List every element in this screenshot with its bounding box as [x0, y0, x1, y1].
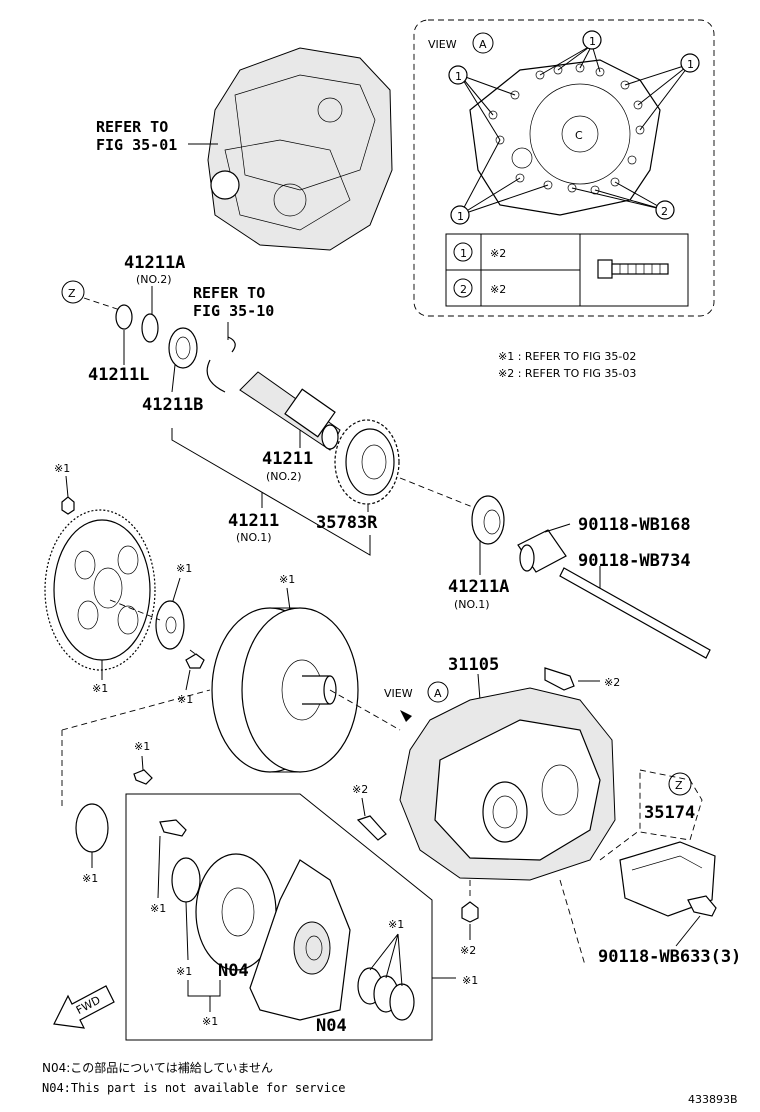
bolt-mid-left	[133, 769, 153, 785]
label-41211A-no2-sub: (NO.2)	[136, 273, 172, 286]
callout-1-top: 1	[589, 35, 596, 48]
label-35783R: 35783R	[316, 513, 378, 533]
view-a-frame	[413, 19, 715, 317]
bolt-case-top	[544, 667, 575, 691]
label-n04-body: N04	[316, 1016, 347, 1036]
refer-fig-35-01-line2: FIG 35-01	[96, 136, 177, 154]
legend-line-1: ※1 : REFER TO FIG 35-02	[498, 350, 636, 363]
spacer-plate	[155, 600, 185, 650]
shaft-41211-no2	[239, 371, 341, 451]
ast1-bolt-top-left: ※1	[54, 462, 70, 475]
callout-1-left: 1	[455, 70, 462, 83]
housing-face-view: C 1 1 1 1 2	[448, 30, 700, 225]
label-41211B: 41211B	[142, 395, 203, 415]
label-41211A-no1-sub: (NO.1)	[454, 598, 490, 611]
view-a-label: VIEW	[428, 38, 457, 51]
nut-case-bottom	[461, 901, 479, 923]
label-41211-no2-sub: (NO.2)	[266, 470, 302, 483]
callout-2-bottom: 2	[661, 205, 668, 218]
table-row1-num: 1	[460, 247, 467, 260]
refer-fig-35-10-line2: FIG 35-10	[193, 302, 274, 320]
view-a-marker-letter: A	[479, 38, 487, 51]
ast1-n04-seal: ※1	[176, 965, 192, 978]
view-arrow	[400, 710, 412, 722]
ast1-bolt-mid: ※1	[134, 740, 150, 753]
view-a-marker-circle	[472, 32, 494, 54]
label-41211A-no1: 41211A	[448, 577, 509, 597]
ast1-bolt-drive: ※1	[177, 693, 193, 706]
gear-35783R	[334, 419, 400, 505]
refer-fig-35-10-line1: REFER TO	[193, 284, 265, 302]
ast1-drive-plate: ※1	[92, 682, 108, 695]
seal-rings	[357, 967, 415, 1021]
bolt-n04	[159, 819, 187, 837]
rod-90118-WB734	[559, 567, 711, 659]
washer-41211L	[115, 304, 133, 330]
label-41211A-no2: 41211A	[124, 253, 185, 273]
cover-outline	[639, 769, 703, 841]
ast1-spacer: ※1	[176, 562, 192, 575]
bolt-drive-plate	[185, 653, 205, 669]
bushing-90118-WB168	[517, 529, 567, 573]
oil-pump-body	[249, 859, 351, 1021]
fwd-arrow-icon: FWD	[53, 985, 115, 1029]
callout-1-right: 1	[687, 58, 694, 71]
ast2-case-left: ※2	[352, 783, 368, 796]
transmission-case-31105	[399, 687, 616, 881]
ast1-n04-box: ※1	[462, 974, 478, 987]
label-90118-WB168: 90118-WB168	[578, 515, 691, 535]
table-row2-num: 2	[460, 283, 467, 296]
label-35174: 35174	[644, 803, 695, 823]
refer-fig-35-01-line1: REFER TO	[96, 118, 168, 136]
label-90118-WB734: 90118-WB734	[578, 551, 691, 571]
svg-text:Z: Z	[675, 779, 683, 792]
ast2-case-bottom: ※2	[460, 944, 476, 957]
label-90118-WB633: 90118-WB633(3)	[598, 947, 741, 967]
drive-plate	[44, 509, 156, 671]
view-a-case-circle	[427, 681, 449, 703]
torque-converter	[211, 607, 359, 773]
label-41211-no1-sub: (NO.1)	[236, 531, 272, 544]
view-center-c: C	[575, 129, 583, 142]
o-ring-left	[75, 803, 109, 853]
view-a-case-label: VIEW	[384, 687, 413, 700]
bearing-41211B	[168, 327, 198, 369]
z-marker-right	[668, 772, 692, 796]
svg-text:Z: Z	[68, 287, 76, 300]
seal-n04	[171, 857, 201, 903]
ast1-seal-rings: ※1	[388, 918, 404, 931]
note-english: N04:This part is not available for servi…	[42, 1081, 345, 1095]
table-row2-ref: ※2	[490, 283, 506, 296]
cover-35174	[619, 841, 716, 917]
figure-code: 433893B	[688, 1093, 738, 1106]
n04-assembly-box	[125, 793, 433, 1041]
transmission-assembly	[207, 47, 393, 251]
washer-41211A-no1	[471, 495, 505, 545]
ast2-case-top: ※2	[604, 676, 620, 689]
label-31105: 31105	[448, 655, 499, 675]
bolt-case-left	[356, 815, 387, 841]
label-41211-no2: 41211	[262, 449, 313, 469]
label-41211L: 41211L	[88, 365, 149, 385]
ast1-n04-bolt: ※1	[150, 902, 166, 915]
callout-1-bottom: 1	[457, 210, 464, 223]
bolt-table: 1 ※2 2 ※2	[445, 233, 689, 307]
flange-bolt-icon	[597, 259, 669, 279]
svg-text:A: A	[434, 687, 442, 700]
legend-line-2: ※2 : REFER TO FIG 35-03	[498, 367, 636, 380]
label-41211-no1: 41211	[228, 511, 279, 531]
note-japanese: N04:この部品については補給していません	[42, 1060, 273, 1075]
snap-ring	[206, 336, 236, 393]
nut-top-left	[61, 496, 75, 515]
bolt-cover	[687, 895, 717, 917]
z-marker-left	[61, 280, 85, 304]
ring-41211A-no2	[141, 313, 159, 343]
ast1-torque-converter: ※1	[279, 573, 295, 586]
ast1-n04-bracket: ※1	[202, 1015, 218, 1028]
table-row1-ref: ※2	[490, 247, 506, 260]
label-n04-plate: N04	[218, 961, 249, 981]
ast1-o-ring: ※1	[82, 872, 98, 885]
